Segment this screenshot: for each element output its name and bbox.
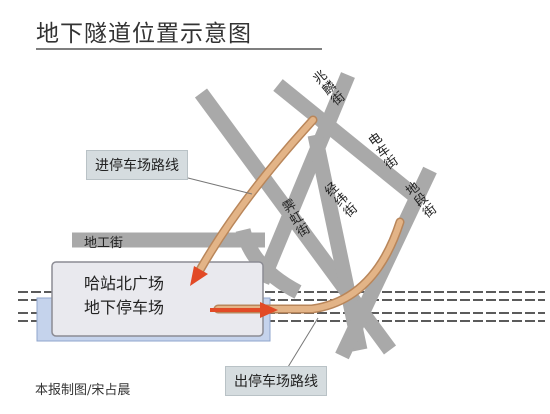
street-zhaolin-road: [255, 72, 355, 285]
street-label-digong: 地工街: [84, 236, 124, 251]
map-credit: 本报制图/宋占晨: [35, 383, 131, 398]
exit-route-callout: 出停车场路线: [225, 366, 327, 396]
street-dianche-road: [273, 79, 425, 206]
entry-route: [197, 117, 316, 273]
street-jingwei-branch: [307, 133, 368, 352]
entry-arrow: [190, 266, 208, 286]
plaza-label-line1: 哈站北广场: [84, 274, 165, 293]
plaza-label-line2: 地下停车场: [84, 298, 165, 317]
plaza-block: [51, 261, 264, 337]
map-title: 地下隧道位置示意图: [36, 21, 252, 47]
exit-route: [215, 219, 403, 312]
entry-route-callout: 进停车场路线: [86, 150, 188, 180]
entry-callout-leader: [183, 176, 253, 195]
exit-callout-leader: [287, 317, 319, 368]
plaza-label: 哈站北广场 地下停车场: [84, 272, 164, 320]
exit-arrow: [260, 302, 278, 318]
